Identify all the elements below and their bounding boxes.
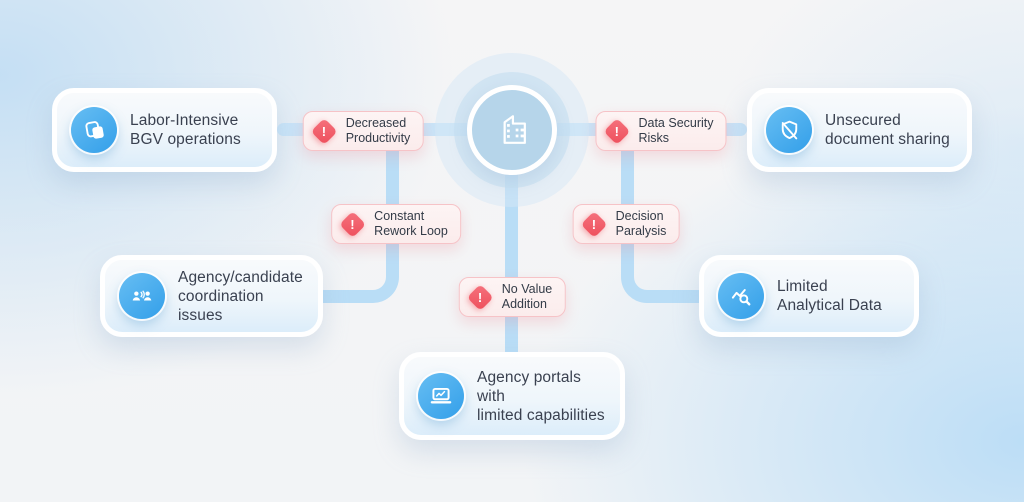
card-limited-analytical-data: Limited Analytical Data [699,255,919,337]
warning-diamond-icon: ! [339,210,367,238]
central-hub [467,85,557,175]
badge-label: Constant Rework Loop [374,209,448,238]
card-label: Unsecured document sharing [825,112,950,148]
people-communication-icon [119,273,165,319]
documents-copy-icon [71,107,117,153]
card-labor-intensive-bgv-operations: Labor-Intensive BGV operations [52,88,277,172]
shield-off-icon [766,107,812,153]
card-agency-portals-limited-capabilities: Agency portals with limited capabilities [399,352,625,440]
building-icon [490,108,534,152]
card-agency-candidate-coordination-issues: Agency/candidate coordination issues [100,255,323,337]
badge-label: Data Security Risks [638,116,714,145]
badge-no-value-addition: ! No Value Addition [458,277,566,317]
badge-constant-rework-loop: ! Constant Rework Loop [331,204,461,244]
warning-diamond-icon: ! [603,117,631,145]
warning-diamond-icon: ! [466,283,494,311]
warning-diamond-icon: ! [310,117,338,145]
analytics-search-icon [718,273,764,319]
badge-label: Decreased Productivity [345,116,411,145]
card-label: Limited Analytical Data [777,278,882,314]
card-unsecured-document-sharing: Unsecured document sharing [747,88,972,172]
badge-label: Decision Paralysis [615,209,667,238]
badge-decreased-productivity: ! Decreased Productivity [302,111,424,151]
badge-data-security-risks: ! Data Security Risks [595,111,727,151]
card-label: Agency/candidate coordination issues [178,268,303,324]
badge-decision-paralysis: ! Decision Paralysis [572,204,680,244]
card-label: Agency portals with limited capabilities [477,368,605,424]
warning-diamond-icon: ! [580,210,608,238]
laptop-chart-icon [418,373,464,419]
card-label: Labor-Intensive BGV operations [130,112,241,148]
badge-label: No Value Addition [501,282,553,311]
